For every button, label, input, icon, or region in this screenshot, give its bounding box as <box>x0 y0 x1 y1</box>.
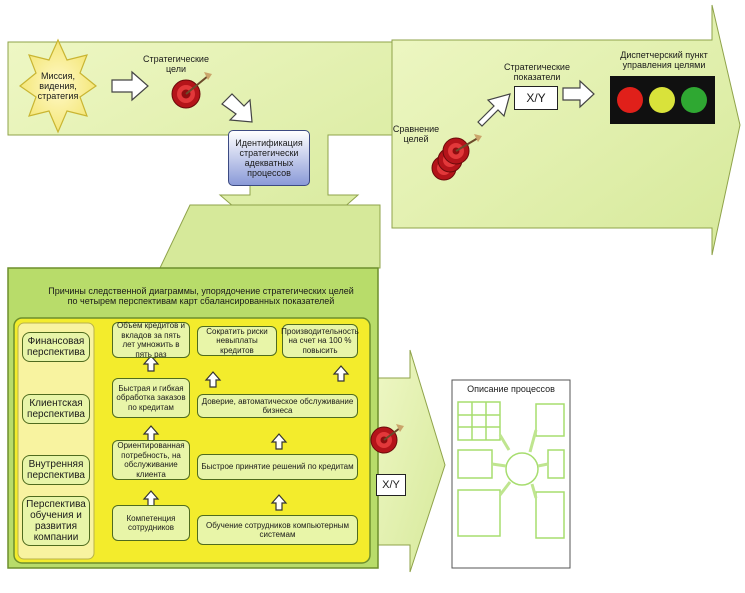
goal-training: Обучение сотрудников компьютерным систем… <box>197 515 358 545</box>
up-arrows <box>142 355 350 511</box>
goal-client-orientation: Ориентированная потребность, на обслужив… <box>112 440 190 480</box>
goal-credits-volume: Объем кредитов и вкладов за пять лет умн… <box>112 321 190 359</box>
arrow-up-right-icon <box>477 93 511 127</box>
yellow-light-icon <box>649 87 675 113</box>
strategic-goals-label: Стратегические цели <box>143 54 209 74</box>
perspective-internal: Внутренняя перспектива <box>22 455 90 485</box>
process-card <box>451 379 571 569</box>
compare-goals-label: Сравнение целей <box>392 124 440 144</box>
strategic-indicators-label: Стратегические показатели <box>504 62 570 82</box>
goal-trust: Доверие, автоматическое обслуживание биз… <box>197 394 358 418</box>
goal-productivity: Производительность на счет на 100 % повы… <box>281 324 359 358</box>
arrow-down-right-icon <box>221 93 253 123</box>
red-light-icon <box>617 87 643 113</box>
goal-reduce-risks: Сократить риски невыплаты кредитов <box>197 326 277 356</box>
bottom-right-flow-arrow <box>377 349 446 573</box>
arrow-right-icon <box>111 70 149 102</box>
identify-processes-box: Идентификация стратегически адекватных п… <box>228 130 310 186</box>
targets-icon <box>431 134 482 181</box>
main-panel-title: Причины следственной диаграммы, упорядоч… <box>48 286 354 306</box>
green-light-icon <box>681 87 707 113</box>
perspective-learning: Перспектива обучения и развития компании <box>22 496 90 546</box>
target-icon <box>171 72 212 109</box>
dispatch-label: Диспетчерский пункт управления целями <box>620 50 708 70</box>
arrow-right-icon-2 <box>562 79 595 109</box>
goal-competence: Компетенция сотрудников <box>112 505 190 541</box>
xy-box-top: X/Y <box>514 86 558 110</box>
mission-label: Миссия, видения, стратегия <box>37 71 79 101</box>
process-description-title: Описание процессов <box>467 384 555 394</box>
target-icon-bottom <box>370 424 404 454</box>
top-right-flow-arrow <box>391 4 741 256</box>
goal-fast-decisions: Быстрое принятие решений по кредитам <box>197 454 358 480</box>
goal-fast-processing: Быстрая и гибкая обработка заказов по кр… <box>112 378 190 418</box>
perspective-financial: Финансовая перспектива <box>22 332 90 362</box>
mission-star-icon <box>18 38 98 134</box>
perspective-client: Клиентская перспектива <box>22 394 90 424</box>
connector-arrow <box>159 204 381 269</box>
process-diagram-icon <box>457 401 565 539</box>
xy-box-bottom: X/Y <box>376 474 406 496</box>
